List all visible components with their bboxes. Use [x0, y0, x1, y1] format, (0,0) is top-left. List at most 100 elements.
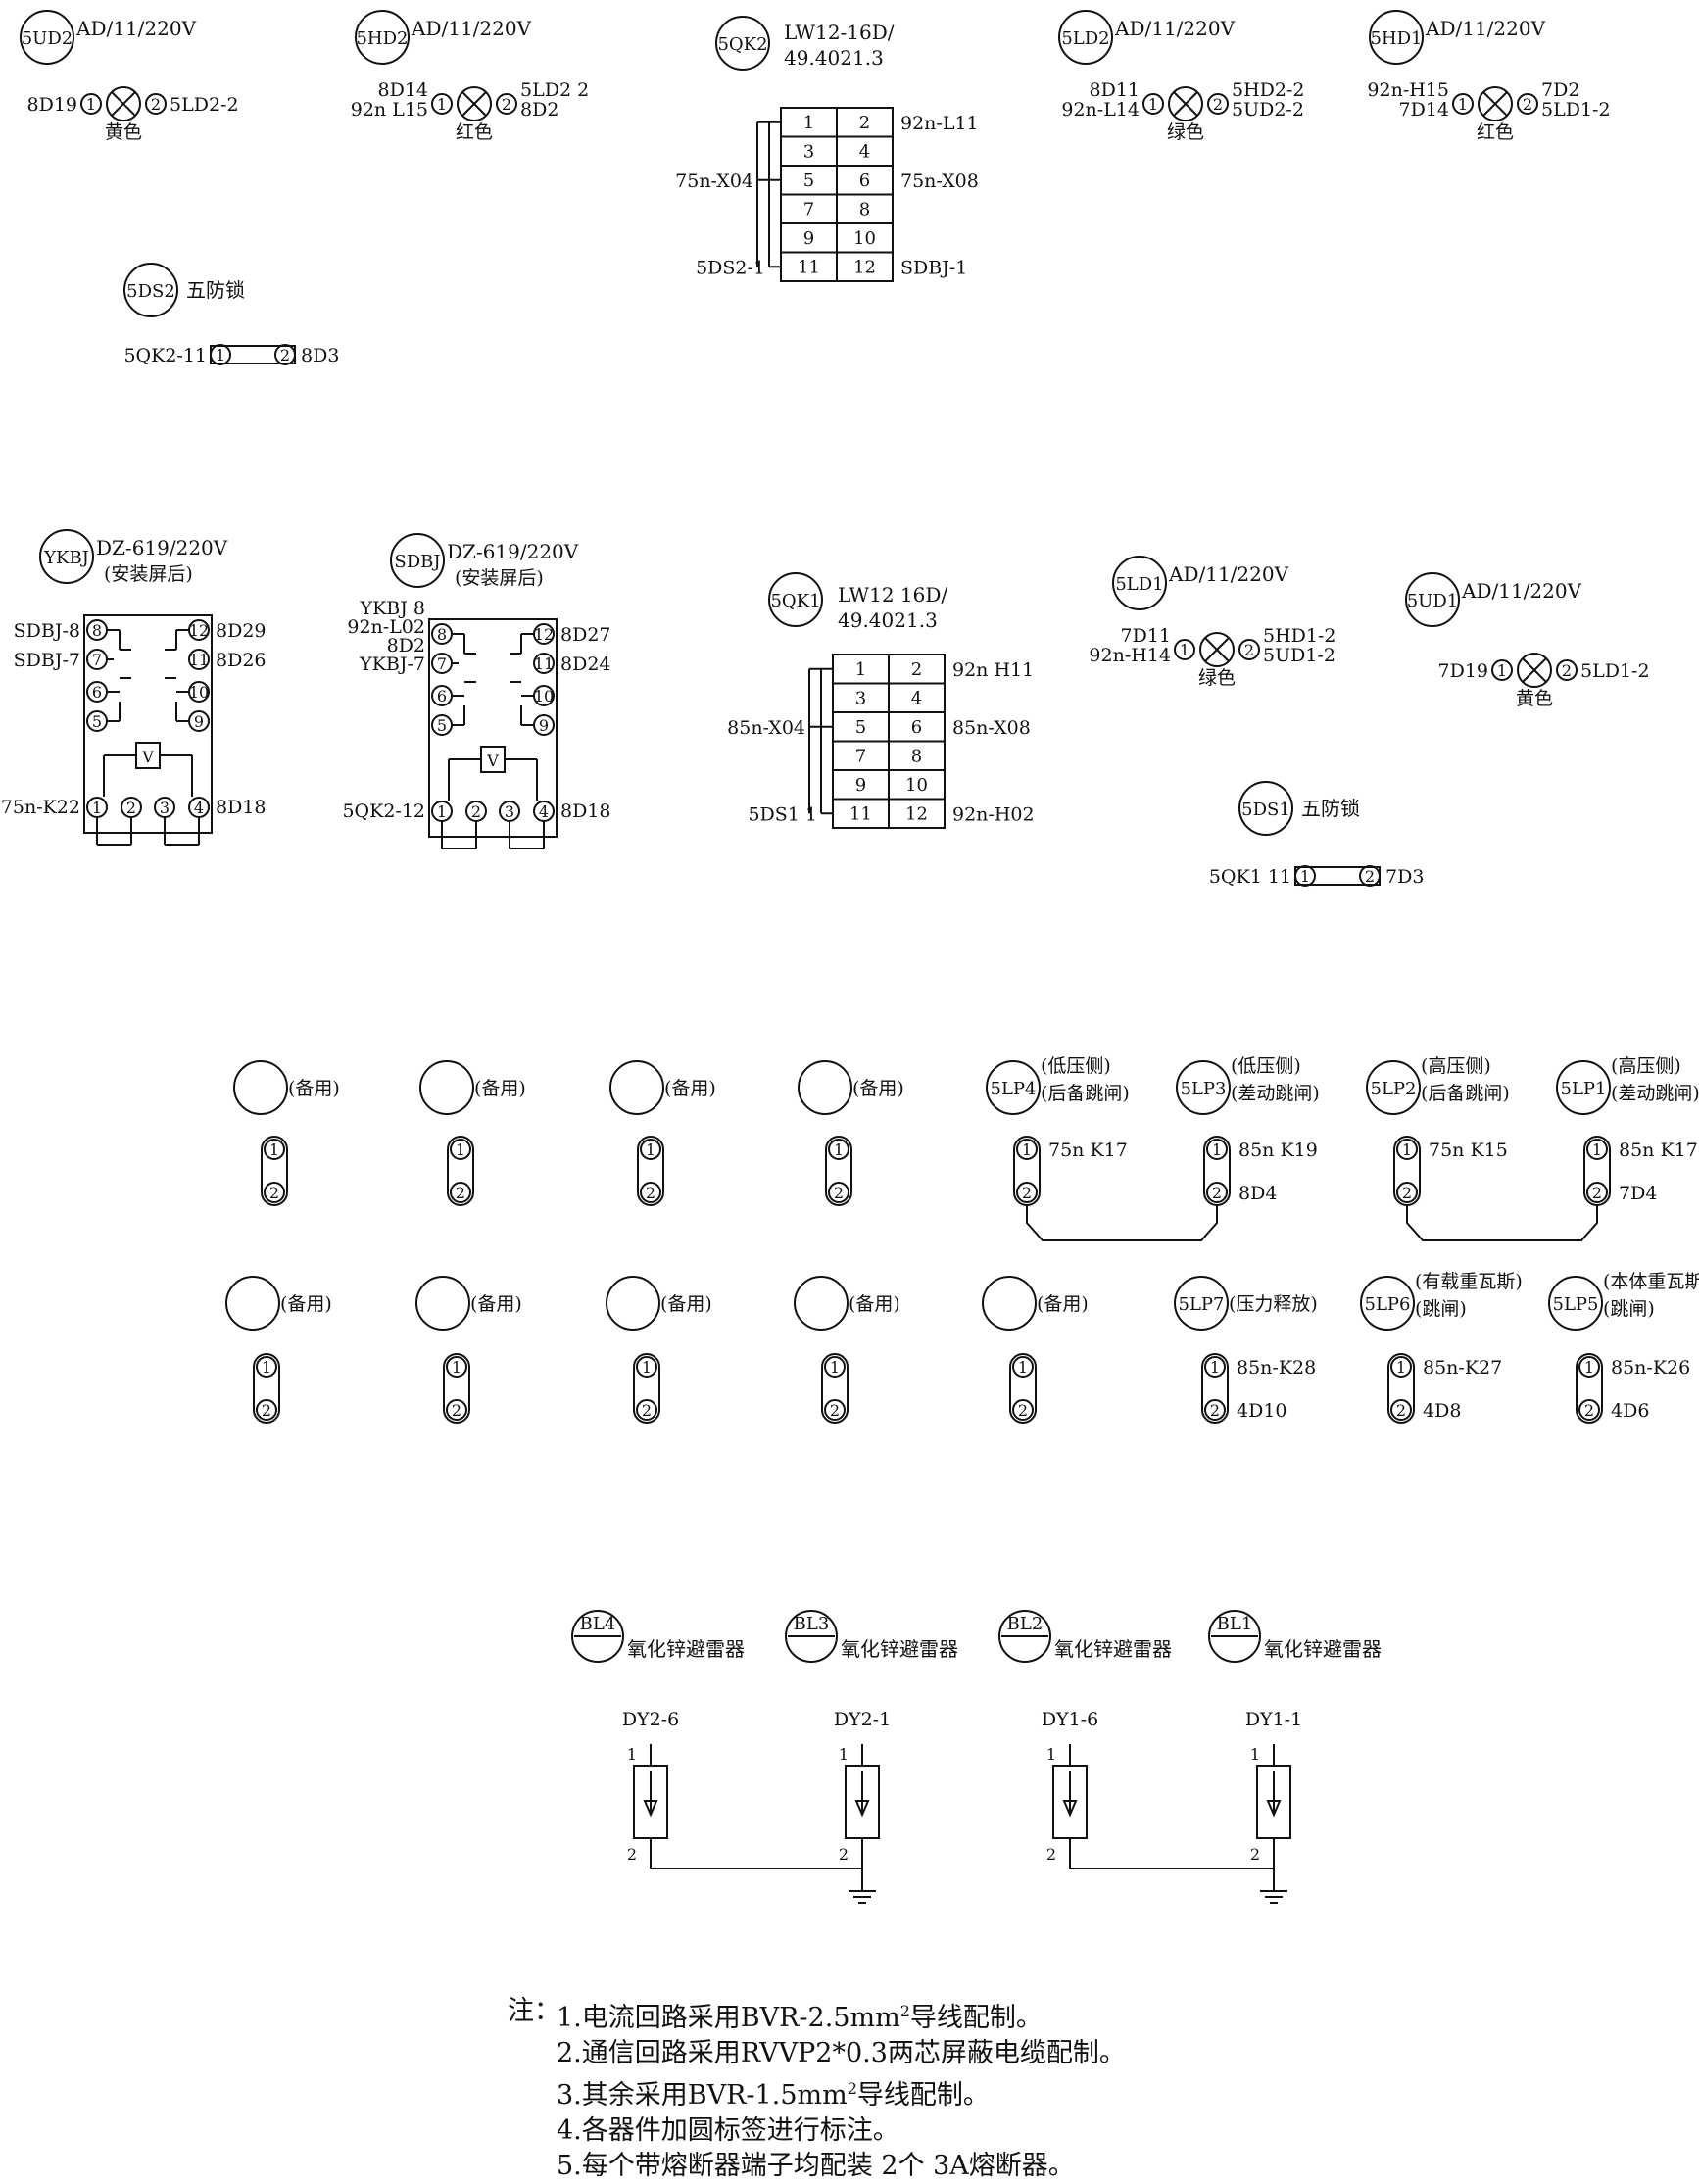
- relay-right-terminal-label: 8D24: [560, 654, 611, 675]
- lamp-terminal-2: [496, 93, 517, 115]
- arrester-pin-label: 1: [1250, 1745, 1260, 1764]
- terminal-number: 1: [437, 802, 447, 821]
- lamp-cross: [1482, 91, 1508, 117]
- lamp-cross: [461, 91, 487, 117]
- relay-left-terminal-label: 8D2: [387, 635, 425, 656]
- lamp-model-label: AD/11/220V: [75, 17, 197, 40]
- lamp-cross: [111, 91, 136, 117]
- platen-terminal-1: [1206, 1139, 1228, 1160]
- terminal-number: 1: [1022, 1141, 1032, 1159]
- platen-terminal-1: [1396, 1139, 1418, 1160]
- platen-link: [253, 1353, 280, 1424]
- platen-tag-label: 5LP3: [1181, 1079, 1227, 1099]
- terminal-number: 2: [642, 1401, 652, 1420]
- platen-terminal-2: [636, 1399, 657, 1421]
- platen-tag-circle: [225, 1276, 280, 1331]
- platen-terminal-2: [824, 1399, 846, 1421]
- arrester-tag-label: BL3: [794, 1614, 830, 1634]
- platen-terminal-2: [256, 1399, 277, 1421]
- switch-cell-number: 9: [855, 775, 866, 796]
- platen-terminal-1: [636, 1356, 657, 1378]
- terminal-number: 2: [834, 1184, 844, 1202]
- device-tag-circle: [715, 16, 770, 71]
- arrester-terminal-label: DY2-6: [622, 1709, 679, 1730]
- terminal-number: 8: [92, 621, 102, 640]
- terminal-number: 12: [189, 621, 209, 640]
- lamp-right-terminal-label: 5LD2 2: [520, 79, 589, 101]
- interlock-terminal-1: [1294, 865, 1316, 887]
- switch-cell-number: 6: [859, 170, 870, 191]
- platen-terminal-1: [450, 1139, 471, 1160]
- terminal-number: 11: [189, 651, 209, 669]
- terminal-number: 2: [646, 1184, 655, 1202]
- relay-bottom-left-label: 5QK2-12: [342, 801, 425, 822]
- platen-tag-circle: [986, 1060, 1041, 1115]
- switch-cell-number: 5: [803, 170, 814, 191]
- arrester-pin-label: 2: [1250, 1845, 1260, 1864]
- platen-terminal-2: [1396, 1182, 1418, 1203]
- arrester-pin-label: 2: [627, 1845, 637, 1864]
- terminal-number: 1: [1497, 661, 1507, 680]
- lamp-model-label: AD/11/220V: [1168, 562, 1289, 586]
- platen-terminal-label: 7D4: [1619, 1183, 1657, 1204]
- arrester-arrow-head: [643, 1800, 658, 1818]
- platen-link: [443, 1353, 470, 1424]
- arrester-tag-circle: [998, 1610, 1051, 1663]
- arrester-tag-label: BL4: [580, 1614, 616, 1634]
- platen-function-label: (备用): [852, 1078, 904, 1099]
- arrester-arrow-head: [854, 1800, 870, 1818]
- note-text: 5.每个带熔断器端子均配装 2个 3A熔断器。: [557, 2151, 1075, 2181]
- platen-terminal-2: [1012, 1399, 1034, 1421]
- platen-terminal-1: [640, 1139, 661, 1160]
- interlock-name-label: 五防锁: [186, 278, 245, 302]
- terminal-number: 2: [456, 1184, 465, 1202]
- terminal-number: 10: [534, 687, 554, 705]
- relay-body: [428, 618, 558, 838]
- lamp-left-terminal-label: 7D14: [1399, 99, 1450, 121]
- platen-function-label: (低压侧): [1231, 1055, 1301, 1077]
- terminal-number: 2: [1244, 641, 1254, 659]
- terminal-number: 3: [160, 799, 170, 817]
- lamp-color-label: 红色: [1477, 121, 1514, 143]
- terminal-number: 1: [1212, 1141, 1222, 1159]
- platen-tag-circle: [1548, 1276, 1603, 1331]
- arrester-name-label: 氧化锌避雷器: [1264, 1637, 1382, 1661]
- arrester-pin-label: 1: [1046, 1745, 1056, 1764]
- terminal-number: 11: [534, 655, 554, 673]
- terminal-number: 2: [1212, 1184, 1222, 1202]
- lamp-model-label: AD/11/220V: [1425, 17, 1546, 40]
- platen-tag-circle: [982, 1276, 1037, 1331]
- note-text: 导线配制。: [909, 2003, 1043, 2033]
- lamp-model-label: AD/11/220V: [1461, 579, 1582, 603]
- notes-block: 注： 1.电流回路采用BVR-2.5mm2导线配制。 2.通信回路采用RVVP2…: [508, 1994, 1389, 2184]
- switch-terminal-label: 85n-X04: [727, 717, 805, 739]
- terminal-number: 2: [1562, 661, 1572, 680]
- switch-cell-number: 8: [911, 747, 922, 767]
- lamp-terminal-1: [1174, 639, 1195, 660]
- platen-function-label: (压力释放): [1229, 1293, 1318, 1315]
- terminal-number: 2: [1523, 95, 1532, 114]
- terminal-number: 10: [189, 683, 209, 702]
- device-tag-circle: [768, 572, 823, 627]
- switch-cell-number: 9: [803, 228, 814, 249]
- platen-jumper-wire: [1026, 1205, 1218, 1241]
- lamp-left-terminal-label: 92n-H14: [1089, 645, 1171, 666]
- switch-terminal-label: 5DS1 1: [748, 803, 817, 825]
- terminal-number: 1: [1402, 1141, 1412, 1159]
- note-line-3: 3.其余采用BVR-1.5mm2导线配制。: [508, 2071, 1389, 2113]
- platen-tag-label: 5LP6: [1365, 1294, 1411, 1315]
- lamp-terminal-2: [1207, 93, 1229, 115]
- switch-terminal-label: 85n-X08: [952, 717, 1031, 739]
- terminal-number: 1: [456, 1141, 465, 1159]
- platen-function-label: (备用): [849, 1293, 900, 1315]
- platen-terminal-2: [828, 1182, 850, 1203]
- lamp-terminal-1: [1452, 93, 1474, 115]
- note-text: 4.各器件加圆标签进行标注。: [557, 2115, 899, 2146]
- platen-terminal-2: [264, 1182, 285, 1203]
- switch-terminal-label: 75n-X08: [900, 170, 979, 192]
- switch-cell-number: 1: [855, 659, 866, 680]
- terminal-number: 2: [1022, 1184, 1032, 1202]
- note-text: 导线配制。: [856, 2080, 990, 2111]
- platen-terminal-label: 85n-K28: [1237, 1357, 1316, 1379]
- lamp-color-label: 红色: [456, 121, 493, 143]
